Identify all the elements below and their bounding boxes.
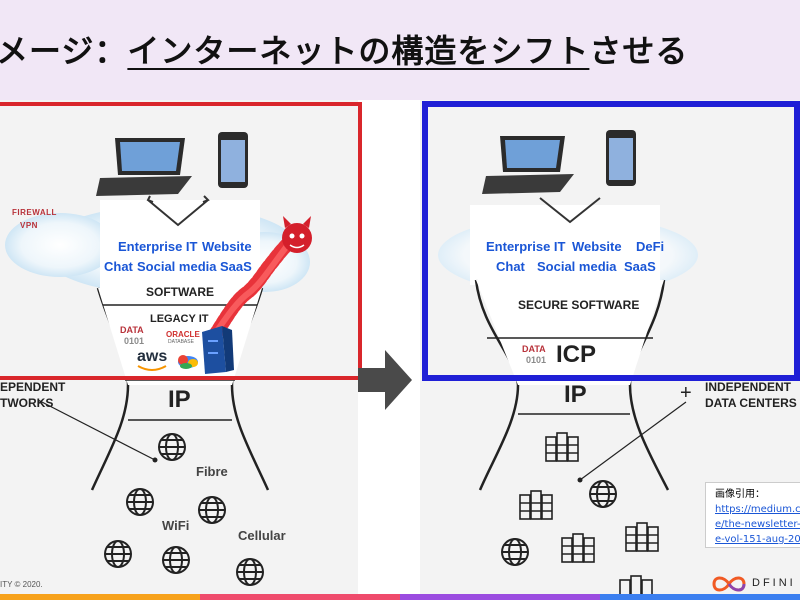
server-icon — [202, 326, 234, 374]
right-ip-label: IP — [564, 381, 587, 408]
left-saas: SaaS — [220, 259, 252, 274]
networks-label-1: EPENDENT — [0, 380, 66, 394]
globe-icon — [104, 540, 132, 568]
left-data-label: DATA — [120, 325, 144, 335]
datacenter-icon — [561, 533, 595, 563]
right-social-media: Social media — [537, 259, 617, 274]
networks-label-2: TWORKS — [0, 396, 54, 410]
copyright-text: ITY © 2020. — [0, 580, 43, 589]
globe-icon — [236, 558, 264, 586]
dfinity-logo-text: DFINI — [752, 577, 796, 589]
centers-label-2: DATA CENTERS — [705, 396, 797, 410]
centers-label-1: INDEPENDENT — [705, 380, 792, 394]
aws-smile — [137, 365, 167, 371]
left-chevron — [147, 199, 209, 227]
transition-arrow — [358, 350, 412, 410]
datacenter-icon — [519, 490, 553, 520]
right-chevron — [539, 197, 601, 224]
left-chat: Chat — [104, 259, 133, 274]
citation-box: 画像引用： https://medium.c e/the-newsletter-… — [705, 482, 800, 548]
software-label: SOFTWARE — [146, 285, 214, 299]
right-enterprise-it: Enterprise IT — [486, 239, 566, 254]
oracle-logo: ORACLE — [166, 330, 200, 339]
aws-logo: aws — [137, 348, 168, 365]
datacenter-icon — [619, 575, 653, 597]
oracle-database-text: DATABASE — [168, 339, 194, 345]
datacenters-pointer — [579, 401, 687, 481]
networks-pointer — [37, 399, 156, 461]
header-banner — [0, 0, 800, 100]
globe-icon — [589, 480, 617, 508]
dfinity-infinity-logo — [712, 576, 746, 592]
left-website: Website — [202, 239, 252, 254]
right-chat: Chat — [496, 259, 525, 274]
left-ip-label: IP — [168, 386, 191, 413]
wifi-label: WiFi — [162, 518, 190, 533]
secure-software-label: SECURE SOFTWARE — [518, 298, 640, 312]
devil-icon — [282, 216, 312, 253]
right-website: Website — [572, 239, 622, 254]
globe-icon — [162, 546, 190, 574]
left-social-media: Social media — [137, 259, 217, 274]
vpn-label: VPN — [20, 221, 38, 230]
globe-icon — [198, 496, 226, 524]
citation-link-line-1[interactable]: https://medium.c — [715, 504, 800, 515]
citation-link-line-3[interactable]: e-vol-151-aug-20 — [715, 534, 800, 545]
globe-icon — [158, 433, 186, 461]
left-enterprise-it: Enterprise IT — [118, 239, 198, 254]
right-laptop-icon — [482, 136, 574, 194]
bottom-color-bar — [0, 594, 800, 600]
right-data-label: DATA — [522, 344, 546, 354]
left-binary: 0101 — [124, 336, 145, 346]
cellular-label: Cellular — [238, 528, 286, 543]
left-laptop-icon — [96, 138, 192, 196]
firewall-label: FIREWALL — [12, 208, 57, 217]
icp-label: ICP — [556, 341, 597, 368]
blue-frame — [422, 101, 800, 381]
google-cloud-icon — [178, 355, 198, 369]
right-defi: DeFi — [636, 239, 665, 254]
globe-icon — [126, 488, 154, 516]
legacy-it-label: LEGACY IT — [150, 313, 209, 325]
slide-title: メージ：インターネットの構造をシフトさせる — [0, 32, 689, 70]
datacenter-icon — [545, 432, 579, 462]
title-underlined: インターネットの構造をシフト — [127, 32, 590, 70]
citation-label: 画像引用： — [715, 489, 765, 500]
plus-icon: + — [680, 382, 692, 404]
globe-icon — [501, 538, 529, 566]
red-frame — [0, 102, 362, 380]
right-saas: SaaS — [624, 259, 656, 274]
citation-link-line-2[interactable]: e/the-newsletter- — [715, 519, 800, 530]
datacenter-icon — [625, 522, 659, 552]
right-binary: 0101 — [526, 355, 547, 365]
right-phone-icon — [606, 130, 636, 186]
left-phone-icon — [218, 132, 248, 188]
fibre-label: Fibre — [196, 464, 228, 479]
